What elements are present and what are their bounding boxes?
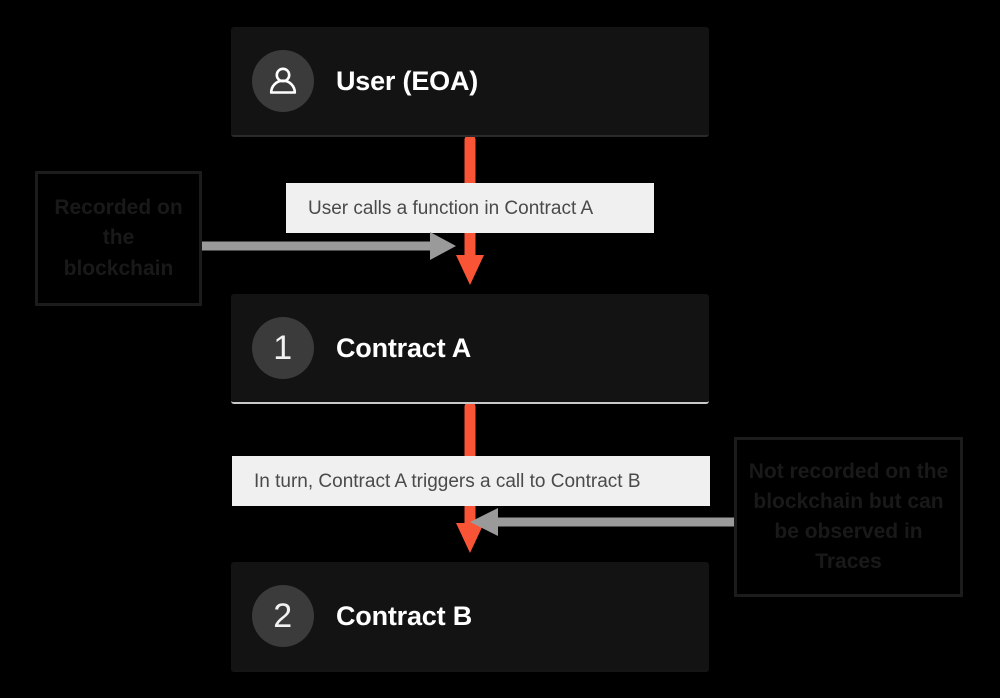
step-number-badge-1: 1 — [252, 317, 314, 379]
annotation-not-recorded-text: Not recorded on the blockchain but can b… — [748, 460, 949, 573]
node-user-label: User (EOA) — [336, 65, 479, 96]
node-contract-a-label: Contract A — [336, 332, 472, 363]
node-contract-a[interactable]: 1 Contract A — [231, 294, 709, 404]
annotation-recorded-text: Recorded on the blockchain — [54, 195, 183, 280]
node-user[interactable]: User (EOA) — [231, 27, 709, 137]
connector-arrow-recorded — [202, 231, 457, 261]
step-number-badge-2: 2 — [252, 585, 314, 647]
node-contract-b[interactable]: 2 Contract B — [231, 562, 709, 672]
node-contract-b-label: Contract B — [336, 600, 473, 631]
person-icon — [252, 50, 314, 112]
annotation-not-recorded-on-blockchain: Not recorded on the blockchain but can b… — [734, 437, 963, 597]
edge-label-user-to-contract-a: User calls a function in Contract A — [286, 183, 654, 233]
connector-arrow-not-recorded — [470, 507, 738, 537]
annotation-recorded-on-blockchain: Recorded on the blockchain — [35, 171, 202, 306]
edge-label-contract-a-to-contract-b: In turn, Contract A triggers a call to C… — [232, 456, 710, 506]
